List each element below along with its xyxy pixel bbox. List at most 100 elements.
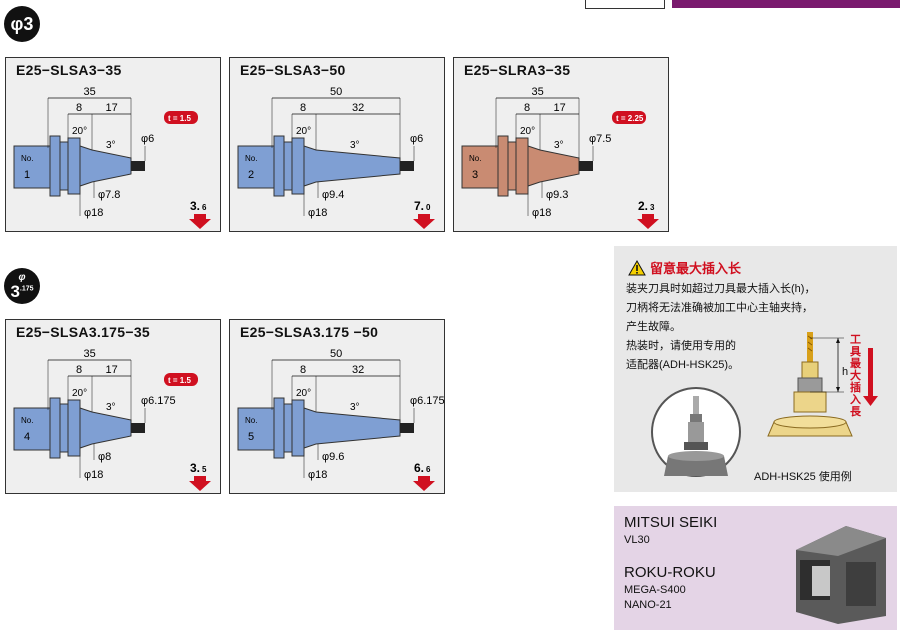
dim-total-length: 35 bbox=[532, 86, 544, 98]
holder-flange bbox=[515, 137, 529, 195]
dim-length-b: 17 bbox=[106, 364, 118, 376]
holder-shank bbox=[237, 145, 277, 189]
adapter-illustration bbox=[767, 332, 878, 437]
product-title: E25−SLSA3.175−35 bbox=[16, 324, 151, 340]
holder-flange bbox=[507, 141, 517, 191]
warning-title: 留意最大插入长 bbox=[628, 258, 741, 277]
weight-value: 6. bbox=[414, 461, 424, 475]
header-fragment-left bbox=[585, 0, 665, 9]
section-badge-phi3: φ3 bbox=[4, 6, 40, 42]
holder-shank bbox=[13, 407, 53, 451]
dim-angle-3: 3° bbox=[106, 402, 116, 413]
warning-line: 刀柄将无法准确被加工中心主轴夹持， bbox=[626, 302, 813, 314]
holder-flange bbox=[283, 403, 293, 453]
dim-angle-20: 20° bbox=[296, 126, 311, 137]
max-insertion-warning-panel: 留意最大插入长 装夹刀具时如超过刀具最大插入长(h)， 刀柄将无法准确被加工中心… bbox=[614, 246, 897, 492]
machining-center-illustration bbox=[796, 526, 886, 624]
dim-length-a: 8 bbox=[76, 364, 82, 376]
dim-angle-20: 20° bbox=[520, 126, 535, 137]
dim-body-dia: φ18 bbox=[532, 207, 551, 219]
section-badge-phi3175: φ 3.175 bbox=[4, 268, 40, 304]
holder-taper bbox=[79, 407, 132, 449]
holder-flange bbox=[273, 135, 285, 197]
holder-shank bbox=[237, 407, 277, 451]
weight-value: 3. bbox=[190, 461, 200, 475]
cutting-tool bbox=[400, 161, 414, 171]
cutting-tool bbox=[131, 161, 145, 171]
t-badge-text: t = 1.5 bbox=[168, 114, 191, 123]
weight-value: 2. bbox=[638, 199, 648, 213]
holder-flange bbox=[59, 141, 69, 191]
warning-triangle-icon bbox=[628, 259, 646, 275]
weight-value-sub: 3 bbox=[650, 203, 655, 212]
machine-maker: MITSUI SEIKI bbox=[624, 514, 718, 531]
holder-flange bbox=[283, 141, 293, 191]
holder-no: 2 bbox=[248, 169, 254, 181]
holder-taper bbox=[527, 145, 580, 187]
warning-line: 适配器(ADH-HSK25)。 bbox=[626, 359, 740, 371]
weight-value: 3. bbox=[190, 199, 200, 213]
holder-no: 5 bbox=[248, 431, 254, 443]
dim-angle-3: 3° bbox=[106, 140, 116, 151]
dim-total-length: 50 bbox=[330, 348, 342, 360]
product-title: E25−SLSA3−50 bbox=[240, 62, 346, 78]
holder-no-label: No. bbox=[21, 416, 33, 425]
holder-taper bbox=[79, 145, 132, 187]
cutting-tool bbox=[579, 161, 593, 171]
holder-flange bbox=[273, 397, 285, 459]
holder-no: 1 bbox=[24, 169, 30, 181]
dim-body-dia: φ18 bbox=[308, 469, 327, 481]
holder-flange bbox=[291, 399, 305, 457]
dim-length-b: 32 bbox=[352, 102, 364, 114]
holder-flange bbox=[49, 397, 61, 459]
holder-no: 4 bbox=[24, 431, 30, 443]
dim-tip-dia: φ6 bbox=[141, 133, 154, 145]
dim-body-dia: φ18 bbox=[84, 469, 103, 481]
holder-taper bbox=[303, 407, 401, 449]
dim-angle-3: 3° bbox=[350, 140, 360, 151]
weight-value-sub: 5 bbox=[202, 465, 207, 474]
weight-value-sub: 6 bbox=[426, 465, 431, 474]
machine-maker: ROKU-ROKU bbox=[624, 564, 716, 581]
dim-length-b: 32 bbox=[352, 364, 364, 376]
t-badge bbox=[164, 111, 198, 124]
machine-model: NANO-21 bbox=[624, 599, 672, 611]
dim-body-dia: φ18 bbox=[84, 207, 103, 219]
machine-model: VL30 bbox=[624, 534, 650, 546]
holder-taper bbox=[303, 145, 401, 187]
warning-line: 热装时，请使用专用的 bbox=[626, 340, 736, 352]
dim-length-a: 8 bbox=[300, 364, 306, 376]
tool-closeup-illustration bbox=[651, 387, 741, 477]
t-badge bbox=[612, 111, 646, 124]
dim-body-dia: φ18 bbox=[308, 207, 327, 219]
dim-total-length: 50 bbox=[330, 86, 342, 98]
cutting-tool bbox=[400, 423, 414, 433]
dim-total-length: 35 bbox=[84, 86, 96, 98]
product-title: E25−SLSA3.175 −50 bbox=[240, 324, 379, 340]
cutting-tool bbox=[131, 423, 145, 433]
dim-length-a: 8 bbox=[300, 102, 306, 114]
weight-value: 7. bbox=[414, 199, 424, 213]
holder-shank bbox=[13, 145, 53, 189]
holder-no-label: No. bbox=[245, 154, 257, 163]
holder-flange bbox=[59, 403, 69, 453]
t-badge-text: t = 1.5 bbox=[168, 376, 191, 385]
dim-tip-dia: φ6 bbox=[410, 133, 423, 145]
dim-length-a: 8 bbox=[524, 102, 530, 114]
down-arrow-icon bbox=[189, 214, 211, 229]
adapter-caption: ADH-HSK25 使用例 bbox=[754, 471, 852, 483]
down-arrow-icon bbox=[413, 476, 435, 491]
t-badge bbox=[164, 373, 198, 386]
dim-tip-dia: φ6.175 bbox=[141, 395, 176, 407]
dim-angle-3: 3° bbox=[350, 402, 360, 413]
product-title: E25−SLRA3−35 bbox=[464, 62, 571, 78]
warning-line: 装夹刀具时如超过刀具最大插入长(h)， bbox=[626, 283, 816, 295]
max-insertion-vertical-label: 工具最大插入長 bbox=[850, 334, 861, 418]
holder-flange bbox=[67, 137, 81, 195]
